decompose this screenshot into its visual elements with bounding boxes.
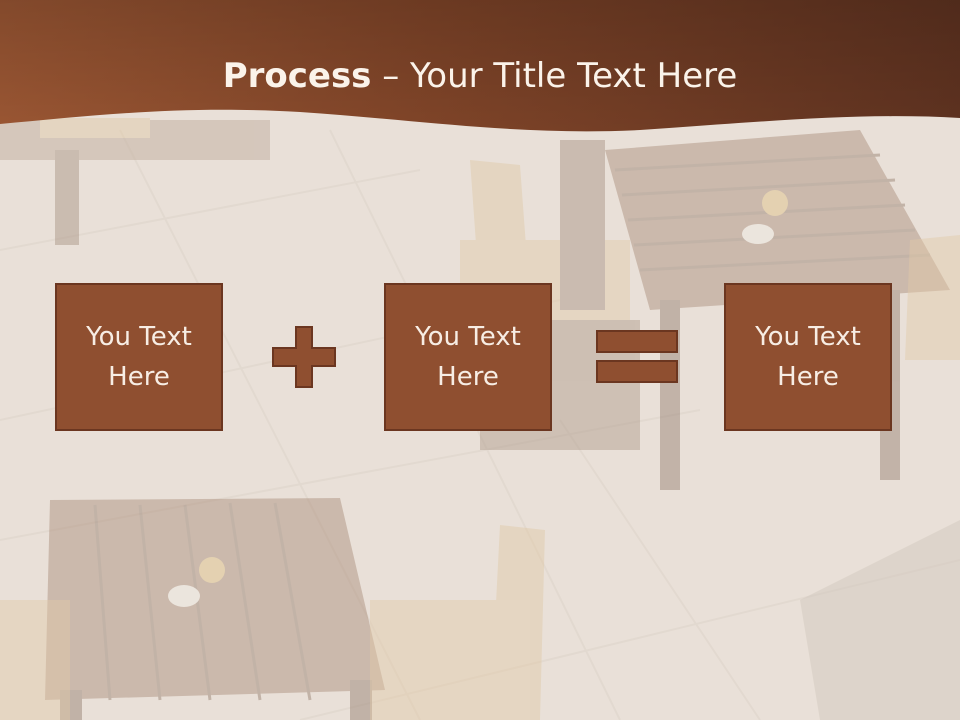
slide-title[interactable]: Process – Your Title Text Here [0,54,960,98]
equals-icon[interactable] [596,330,678,384]
title-bold: Process [222,56,372,96]
process-box-2[interactable]: You Text Here [384,283,552,431]
process-box-label: You Text Here [755,322,861,392]
process-box-1[interactable]: You Text Here [55,283,223,431]
process-box-3[interactable]: You Text Here [724,283,892,431]
title-band [0,0,960,132]
process-box-label: You Text Here [415,322,521,392]
title-rest: – Your Title Text Here [371,56,738,96]
plus-icon[interactable] [272,326,336,388]
process-box-label: You Text Here [86,322,192,392]
